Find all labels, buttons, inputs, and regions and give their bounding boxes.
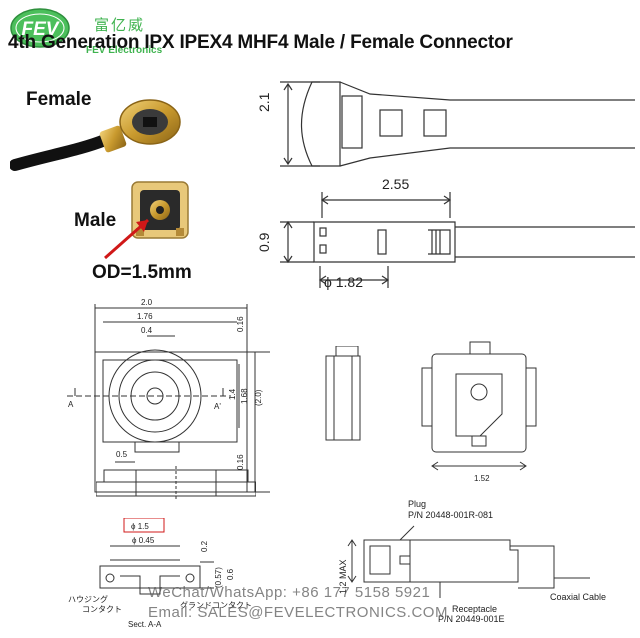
dim-width-2-0: 2.0 <box>141 298 153 307</box>
dim-od-0-45: ϕ 0.45 <box>132 536 155 545</box>
page-title: 4th Generation IPX IPEX4 MHF4 Male / Fem… <box>8 32 513 53</box>
logo-brand: FEV <box>22 19 60 40</box>
fev-logo-icon: FEV <box>10 8 70 48</box>
label-housing: ハウジング <box>68 595 108 604</box>
section-mark-left: A <box>68 400 74 409</box>
dim-od-1-5: ϕ 1.5 <box>131 522 149 531</box>
footer-email: Email: SALES@FEVELECTRONICS.COM <box>148 604 448 621</box>
receptacle-label: Receptacle <box>452 604 498 614</box>
dim-height-2-0: (2.0) <box>254 389 263 406</box>
receptacle-drawing <box>421 341 537 471</box>
receptacle-pn: P/N 20449-001E <box>438 614 505 624</box>
side-profile-drawing <box>325 346 361 441</box>
section-view-drawing <box>99 518 214 595</box>
dim-0-2: 0.2 <box>200 540 209 552</box>
logo-english: FEV Electronics <box>86 45 163 56</box>
dim-diameter-1-82: ϕ 1.82 <box>324 274 363 290</box>
dim-height-2-1: 2.1 <box>256 92 272 112</box>
dim-receptacle-width: 1.52 <box>474 474 490 483</box>
side-view-drawing <box>280 81 635 288</box>
dim-height-1-4: 1.4 <box>228 388 237 400</box>
label-contact: コンタクト <box>82 605 122 614</box>
dim-top-gap: 0.16 <box>236 316 245 332</box>
mated-view-drawing <box>347 525 590 598</box>
plan-view-drawing <box>67 304 270 493</box>
section-mark-right: A' <box>214 402 221 411</box>
od-label: OD=1.5mm <box>92 262 192 283</box>
section-label: Sect. A-A <box>128 620 162 629</box>
male-label: Male <box>74 210 117 231</box>
coaxial-cable-label: Coaxial Cable <box>550 592 607 602</box>
plug-profile-drawing <box>96 466 256 500</box>
plug-pn: P/N 20448-001R-081 <box>408 510 494 520</box>
dim-tab-width: 0.5 <box>116 450 128 459</box>
dim-profile-0-9: 0.9 <box>256 232 272 252</box>
dim-length-2-55: 2.55 <box>382 176 410 192</box>
dim-0-6: 0.6 <box>226 568 235 580</box>
cable-shape <box>10 134 111 171</box>
plug-label: Plug <box>408 499 427 509</box>
logo-chinese: 富亿威 <box>94 16 146 34</box>
dim-pin-width: 0.4 <box>141 326 153 335</box>
dim-inner-width: 1.76 <box>137 312 153 321</box>
female-label: Female <box>26 89 92 110</box>
dim-height-1-68: 1.68 <box>240 388 249 404</box>
product-photo <box>10 99 189 260</box>
label-ground-contact: グランドコンタクト <box>180 601 252 610</box>
footer-wechat: WeChat/WhatsApp: +86 177 5158 5921 <box>148 584 431 601</box>
